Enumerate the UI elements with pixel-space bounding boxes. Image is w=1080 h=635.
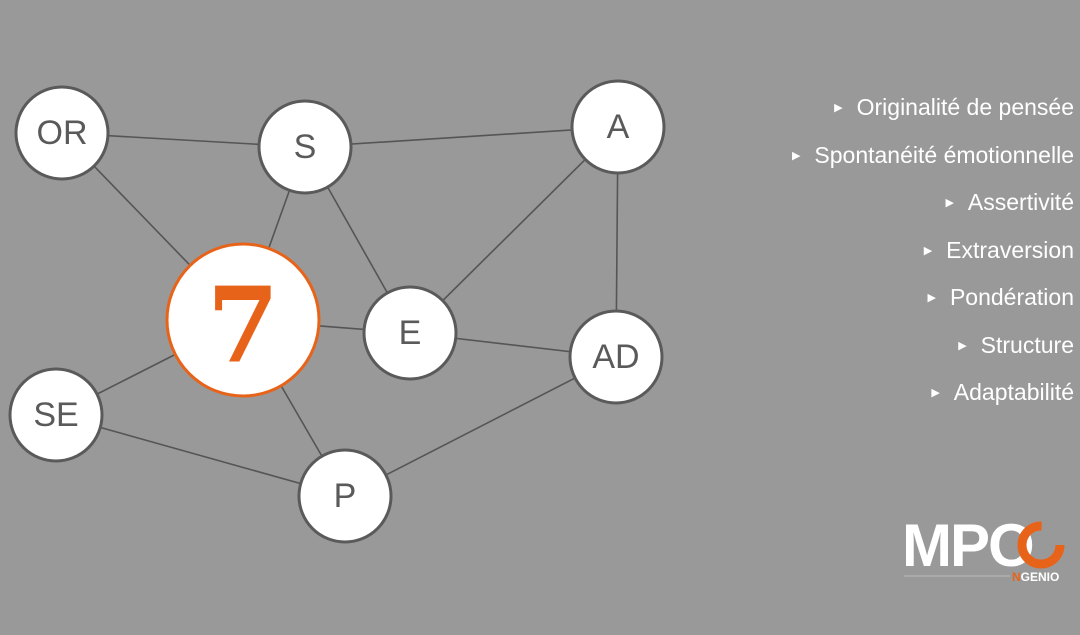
node-p-circle: [297, 448, 393, 544]
legend: ▶ Originalité de pensée ▶ Spontanéité émot…: [714, 84, 1074, 417]
legend-item: ▶ Structure: [714, 322, 1074, 370]
logo-subtitle-prefix: N: [1012, 570, 1021, 584]
node-a-circle: [570, 79, 666, 175]
legend-item-label: Pondération: [949, 284, 1074, 311]
legend-item-label: Assertivité: [967, 189, 1074, 216]
logo-subtitle: NGENIO: [1012, 570, 1059, 584]
legend-item: ▶ Spontanéité émotionnelle: [714, 132, 1074, 180]
edge-a-e: [409, 126, 619, 334]
legend-item-label: Spontanéité émotionnelle: [814, 141, 1074, 168]
diagram-edges: [55, 126, 619, 497]
mpo-logo: MPO NGENIO: [902, 512, 1065, 584]
legend-item: ▶ Pondération: [714, 274, 1074, 322]
node-s: S: [257, 99, 353, 195]
node-p-label: P: [334, 477, 357, 515]
center-node-circle: [165, 242, 321, 398]
node-p: P: [297, 448, 393, 544]
node-or-label: OR: [37, 114, 88, 152]
logo-brand: MPO: [902, 512, 1033, 579]
node-ad: AD: [568, 309, 664, 405]
edge-se-p: [55, 414, 346, 497]
legend-item-label: Originalité de pensée: [856, 94, 1074, 121]
triangle-bullet-icon: ▶: [923, 244, 933, 257]
legend-item: ▶ Extraversion: [714, 227, 1074, 275]
edge-p-ad: [344, 356, 617, 497]
triangle-bullet-icon: ▶: [958, 339, 967, 352]
node-se: SE: [8, 367, 104, 463]
legend-item: ▶ Originalité de pensée: [714, 84, 1074, 132]
center-node: 7: [165, 242, 321, 398]
legend-item-label: Structure: [980, 331, 1074, 358]
legend-item-label: Extraversion: [946, 236, 1074, 263]
triangle-bullet-icon: ▶: [834, 102, 843, 115]
node-e: E: [362, 285, 458, 381]
node-e-label: E: [399, 314, 422, 352]
triangle-bullet-icon: ▶: [791, 149, 801, 162]
triangle-bullet-icon: ▶: [931, 387, 940, 400]
node-s-label: S: [294, 128, 317, 166]
node-ad-label: AD: [592, 338, 639, 376]
legend-item: ▶ Assertivité: [714, 179, 1074, 227]
node-se-label: SE: [33, 396, 78, 434]
node-a-label: A: [607, 108, 630, 146]
center-node-label: 7: [207, 264, 279, 387]
legend-item: ▶ Adaptabilité: [714, 369, 1074, 417]
logo-subtitle-rest: GENIO: [1021, 570, 1060, 584]
triangle-bullet-icon: ▶: [945, 197, 954, 210]
edge-s-a: [304, 126, 619, 148]
node-se-circle: [8, 367, 104, 463]
node-or-circle: [14, 85, 110, 181]
node-e-circle: [362, 285, 458, 381]
triangle-bullet-icon: ▶: [927, 292, 936, 305]
node-s-circle: [257, 99, 353, 195]
logo-accent-ring: [1017, 521, 1065, 569]
legend-item-label: Adaptabilité: [953, 379, 1074, 406]
node-a: A: [570, 79, 666, 175]
node-or: OR: [14, 85, 110, 181]
node-ad-circle: [568, 309, 664, 405]
